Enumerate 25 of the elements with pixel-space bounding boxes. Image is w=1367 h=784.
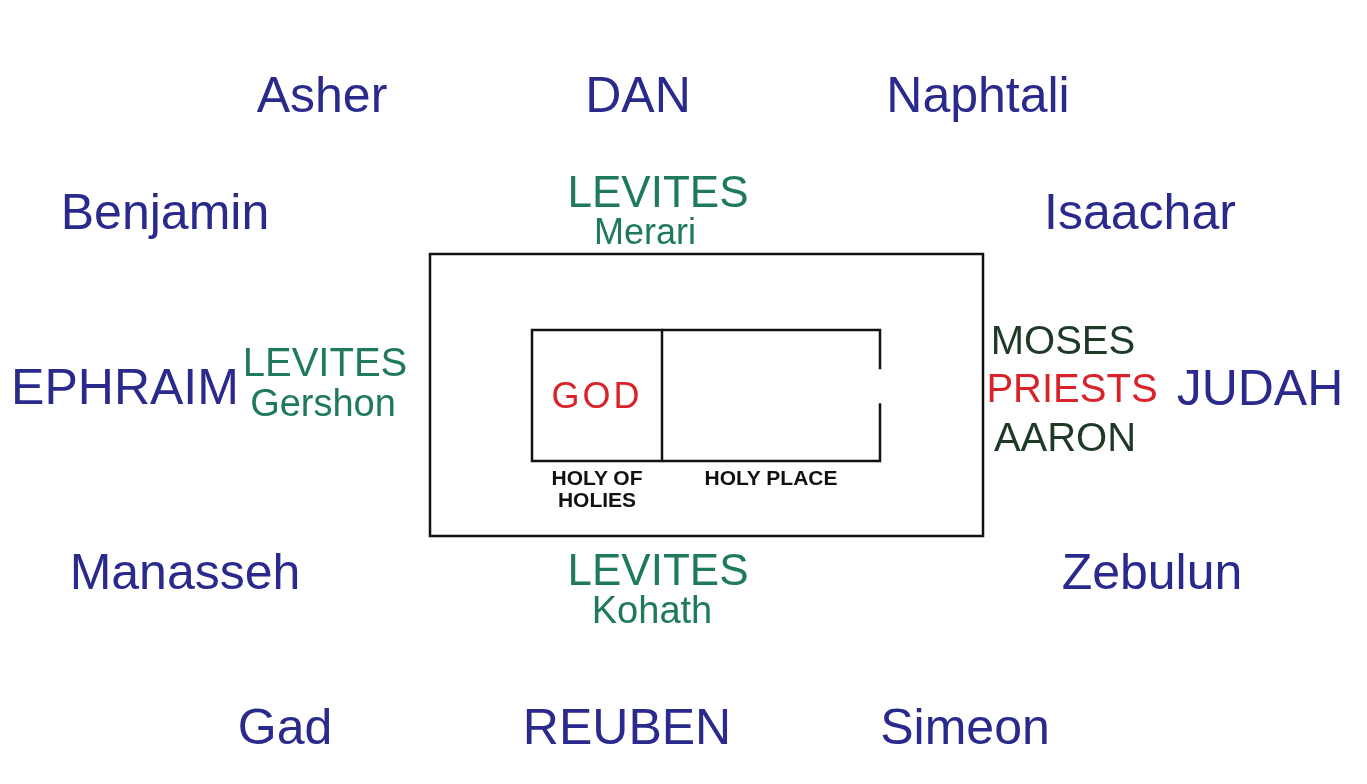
room-caption: HOLY PLACE (703, 467, 839, 490)
levites-label: LEVITES (567, 548, 749, 592)
clan-name: Merari (594, 214, 696, 250)
courtyard-box (430, 254, 983, 536)
tribe-name: EPHRAIM (11, 362, 239, 412)
tribe-name: Manasseh (69, 547, 301, 597)
tribe-name: Zebulun (1061, 547, 1243, 597)
levites-label: LEVITES (242, 342, 408, 382)
tribe-name: Gad (237, 702, 333, 752)
priests-label: PRIESTS (986, 368, 1158, 408)
tribe-name: REUBEN (522, 702, 732, 752)
room-caption: HOLY OF HOLIES (550, 467, 644, 512)
leader-name: AARON (993, 417, 1137, 457)
tribe-name: Naphtali (886, 70, 1070, 120)
levites-label: LEVITES (567, 170, 749, 214)
clan-name: Gershon (250, 384, 396, 422)
deity-label: GOD (550, 374, 644, 417)
clan-name: Kohath (591, 591, 713, 629)
leader-name: MOSES (990, 320, 1136, 360)
tribe-name: DAN (585, 70, 691, 120)
tribe-name: Benjamin (60, 187, 270, 237)
tribe-name: JUDAH (1176, 363, 1344, 413)
tribe-name: Asher (256, 70, 388, 120)
tribe-name: Simeon (880, 702, 1050, 752)
tribe-name: Isaachar (1044, 187, 1236, 237)
